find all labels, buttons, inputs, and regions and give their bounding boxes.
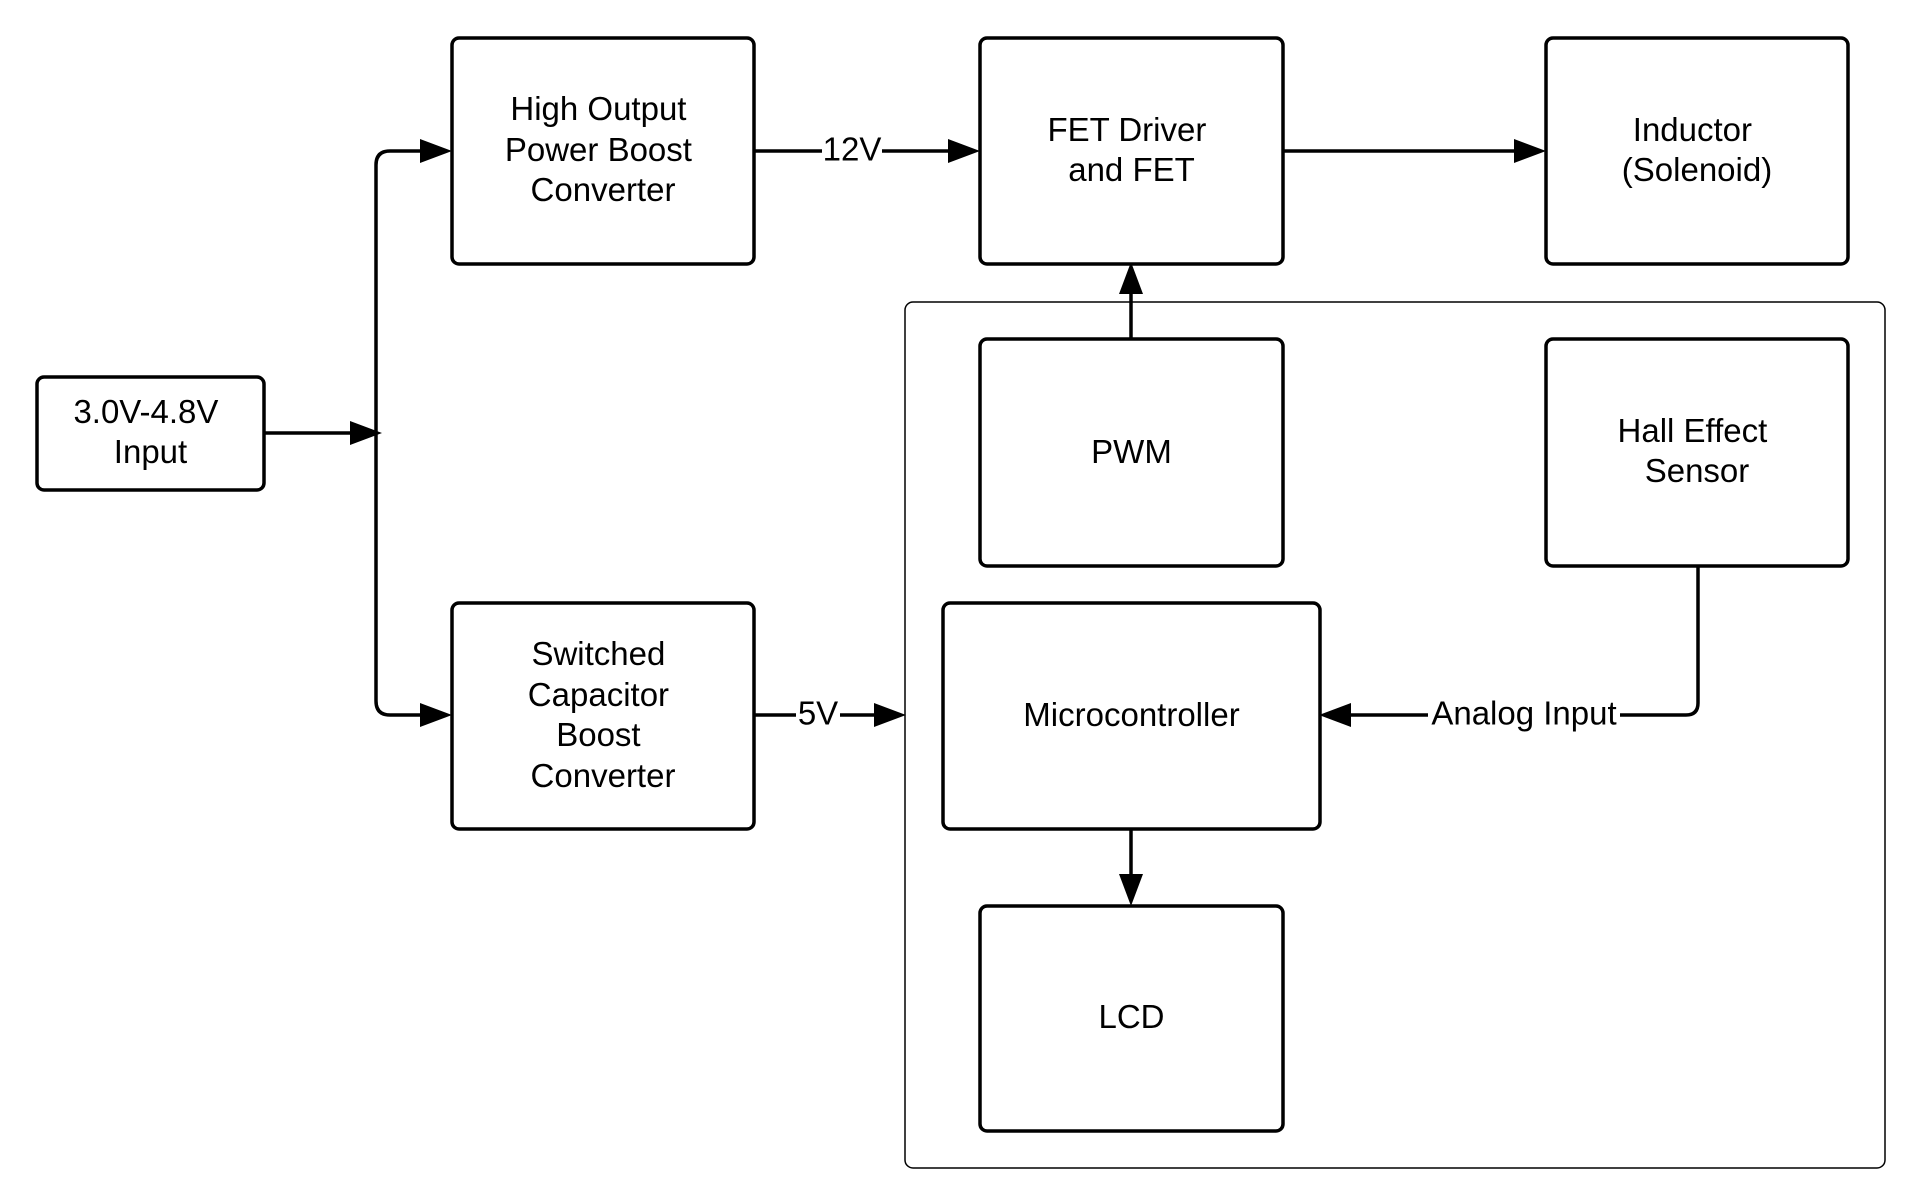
arrowhead-input-bus [350,421,382,445]
block-high-output-power-boost-label: High Output Power Boost Converter [505,90,701,208]
arrowhead-pwm-to-fet [1119,262,1143,294]
block-fet-driver-label: FET Driver and FET [1047,111,1215,188]
block-inductor: Inductor (Solenoid) [1544,36,1850,266]
block-switched-capacitor-boost-label: Switched Capacitor Boost Converter [528,635,678,794]
block-switched-capacitor-boost: Switched Capacitor Boost Converter [450,601,756,831]
arrowhead-5v [874,703,906,727]
edge-label-5v-group: 5V [796,695,840,732]
block-input: 3.0V-4.8V Input [35,375,266,492]
block-hall-effect-sensor-label: Hall Effect Sensor [1618,412,1777,489]
block-inductor-label: Inductor (Solenoid) [1622,111,1772,188]
edge-label-12v-group: 12V [822,131,882,168]
block-pwm: PWM [978,337,1285,568]
wire-split-bus [374,149,420,717]
arrowhead-bus-to-high-boost [420,139,452,163]
block-fet-driver: FET Driver and FET [978,36,1285,266]
edge-label-5v: 5V [798,695,838,732]
block-microcontroller-label: Microcontroller [1023,696,1239,733]
arrowhead-12v [948,139,980,163]
block-lcd: LCD [978,904,1285,1133]
block-high-output-power-boost: High Output Power Boost Converter [450,36,756,266]
arrowhead-hall-to-micro [1319,703,1351,727]
block-pwm-label: PWM [1091,433,1172,470]
connections [264,139,1700,906]
block-lcd-label: LCD [1098,998,1164,1035]
block-hall-effect-sensor: Hall Effect Sensor [1544,337,1850,568]
controller-subsystem-group [904,301,1886,1169]
block-input-label: 3.0V-4.8V Input [73,393,227,470]
arrowhead-fet-to-inductor [1514,139,1546,163]
block-microcontroller: Microcontroller [941,601,1322,831]
arrowhead-bus-to-switched-boost [420,703,452,727]
edge-label-12v: 12V [823,131,882,168]
edge-label-analog-input-group: Analog Input [1428,695,1620,732]
arrowhead-micro-to-lcd [1119,874,1143,906]
edge-label-analog-input: Analog Input [1431,695,1616,732]
wire-hall-to-micro [1350,566,1700,717]
